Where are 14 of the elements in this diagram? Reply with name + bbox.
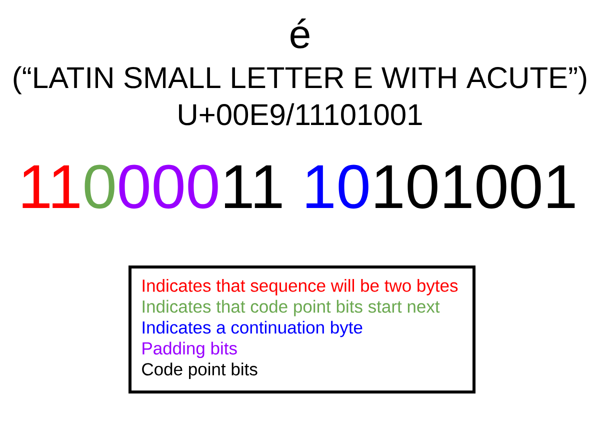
- bit-group: 11: [225, 165, 282, 208]
- bit-group: 000: [119, 164, 218, 209]
- legend-entry: Indicates that code point bits start next: [142, 300, 440, 316]
- legend-entry: Indicates a continuation byte: [142, 320, 362, 338]
- bit-group: 11: [22, 165, 80, 208]
- legend-entry: Indicates that sequence will be two bytes: [142, 279, 458, 296]
- character-heading: é: [290, 18, 310, 48]
- bit-group: 10: [306, 164, 368, 209]
- code-point-label: U+00E9/11101001: [179, 103, 422, 126]
- bit-group: 101001: [376, 164, 575, 209]
- character-name: (“LATIN SMALL LETTER E WITH ACUTE”): [14, 66, 586, 94]
- bit-group: 0: [84, 164, 114, 209]
- legend-entry: Code point bits: [142, 362, 258, 379]
- legend-entry: Padding bits: [142, 342, 237, 358]
